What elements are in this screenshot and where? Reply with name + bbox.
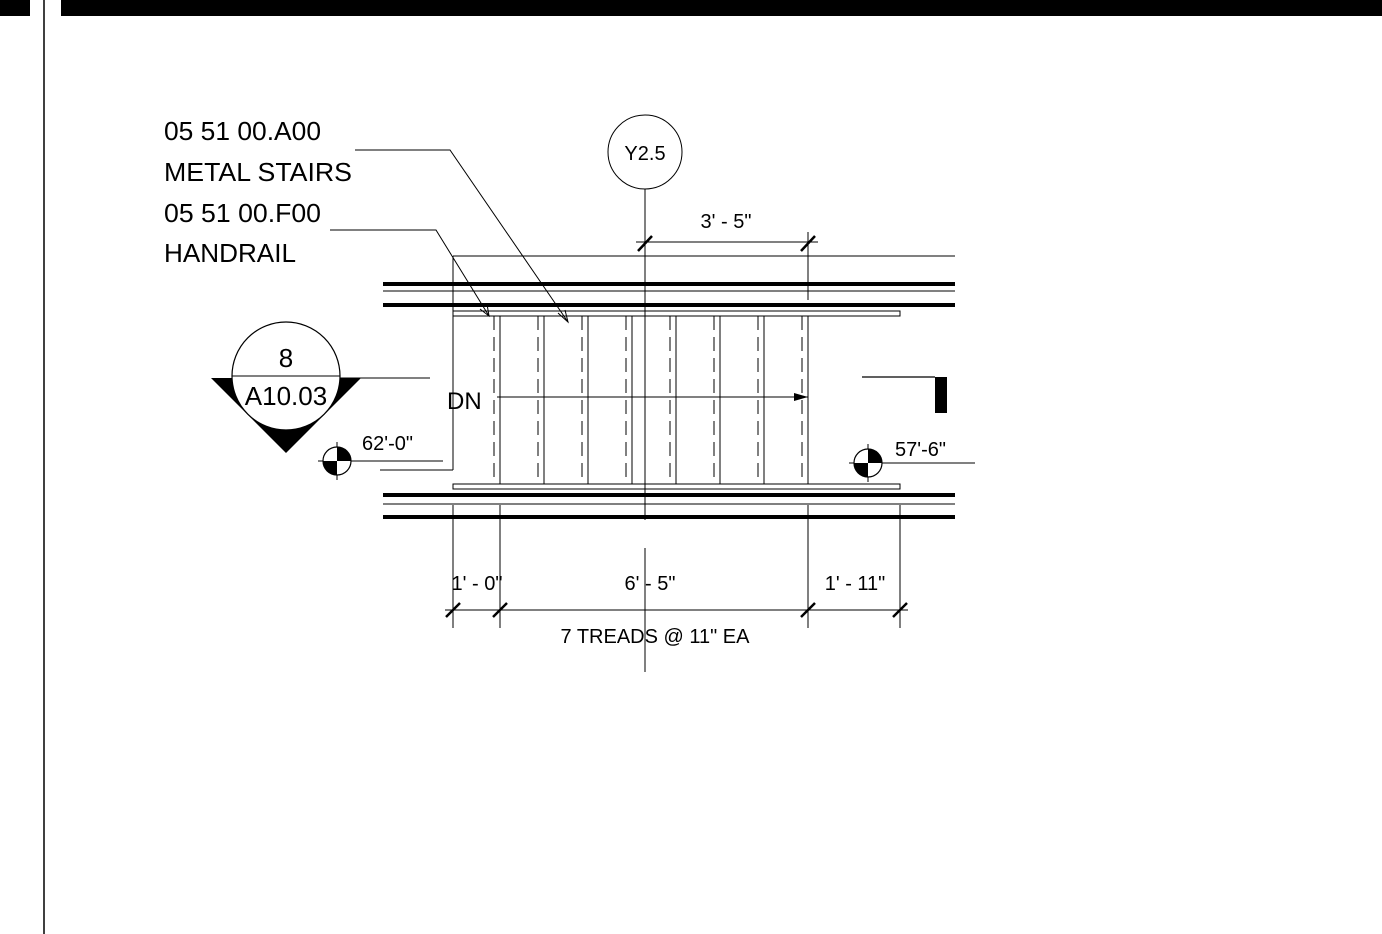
elevation-target-left: [318, 442, 443, 480]
stairs-spec-name: METAL STAIRS: [164, 157, 352, 187]
direction-arrowhead: [794, 393, 808, 401]
bottom-mid-dimension: 6' - 5": [625, 573, 676, 595]
upper-wall: [383, 255, 955, 307]
elevation-left-value: 62'-0": [362, 433, 413, 455]
direction-label: DN: [447, 388, 482, 415]
top-handrail: [452, 310, 901, 317]
right-wall-post: [935, 377, 947, 413]
bottom-left-dimension: 1' - 0": [452, 573, 503, 595]
section-sheet-ref: A10.03: [245, 381, 327, 411]
stair-treads: [499, 316, 809, 484]
bottom-dimension-line: [445, 505, 908, 628]
handrail-spec-name: HANDRAIL: [164, 238, 296, 268]
lower-wall: [383, 493, 955, 519]
section-number: 8: [279, 343, 293, 373]
handrail-spec-code: 05 51 00.F00: [164, 198, 321, 228]
tread-nosing-lines: [493, 316, 803, 484]
corner-block: [0, 0, 30, 16]
stairs-spec-code: 05 51 00.A00: [164, 116, 321, 146]
section-marker: [211, 321, 430, 453]
treads-note: 7 TREADS @ 11" EA: [561, 626, 751, 648]
top-width-dimension: 3' - 5": [701, 211, 752, 233]
title-band: [61, 0, 1382, 16]
elevation-target-right: [849, 444, 975, 482]
callout-leaders: [330, 149, 569, 324]
grid-bubble-label: Y2.5: [624, 143, 665, 165]
elevation-right-value: 57'-6": [895, 439, 946, 461]
bottom-right-dimension: 1' - 11": [825, 573, 886, 595]
top-dimension-line: [636, 232, 818, 300]
bottom-handrail: [452, 483, 901, 490]
